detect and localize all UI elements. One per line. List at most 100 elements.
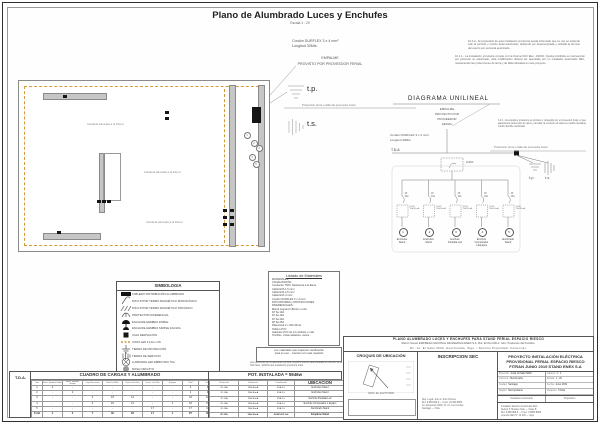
outlet-marker — [223, 216, 227, 219]
signature-owner: Propietario — [563, 396, 576, 400]
detail-right: Lámina:1 : 1 — [546, 372, 593, 378]
materials-line: Cable EVA 2,5 mm² — [272, 290, 295, 294]
legal-representative-note: Rep. Legal: Juan A. Soto Herrera Rut: 9.… — [422, 399, 464, 410]
legend-item-label: TABLERO DISTRIBUCIÓN ALUMBRADO — [132, 292, 185, 297]
circuit-breaker-label: 1P 16A — [510, 193, 515, 198]
ground-tp-icon — [288, 85, 304, 99]
outlet-marker — [165, 111, 169, 114]
materials-note-2: Las secciones de conductores de este pro… — [250, 361, 342, 367]
uni-splice-4: FERIAL — [441, 122, 453, 126]
load-total-cell: 87 — [182, 411, 199, 418]
legend-item-enchufe-doble: ENCHUFE HEMBRA DOBLE — [117, 318, 219, 327]
sketch-empty-strip — [348, 399, 416, 416]
led-strip-perimeter — [24, 86, 264, 246]
detail-right: Duración:5 Días — [546, 389, 593, 395]
tierra-proteccion-icon — [119, 344, 132, 354]
distribution-board — [252, 107, 261, 123]
circuit-number: 5 — [504, 227, 514, 237]
materials-line: Conductor 750V. Resistente a la llama — [272, 284, 317, 288]
materials-lines: MATERIALES:CANALIZACIÓN:Conductor 750V. … — [269, 278, 339, 338]
detail-left-value: Avda. El Salto 5000 — [510, 371, 532, 375]
load-total-cell: 17 — [142, 411, 163, 418]
street-label: AVDA. EL SALTO 5000 — [368, 392, 394, 395]
signature-row: Instalador Autorizado Propietario — [498, 395, 593, 403]
plan-wire-label-1: Canaleta Adosada a la Pared — [87, 122, 124, 126]
plan-circuit-tag: 1 — [243, 131, 251, 139]
circuit-diff-label: S-DIF 25A-30mA — [515, 206, 526, 211]
circuit-diff-label: S-DIF 25A-30mA — [489, 206, 499, 211]
general-note-2: 10.1.1.- La instalación provisoria cumpl… — [455, 55, 585, 65]
materials-line: Cordón DURFLEX 3 x 4 mm² — [272, 297, 306, 301]
tablero-icon — [119, 291, 132, 298]
ts2-label: t.s. — [545, 175, 551, 180]
power-total-cell: DURFLEX 3x4 — [267, 411, 295, 418]
project-header-line3: Dir: Av. El Salto 5000, Huechuraba, Stgo… — [410, 346, 527, 350]
outlet-marker — [107, 200, 111, 203]
outlet-marker — [165, 117, 169, 120]
load-total-cell: 1 — [162, 411, 183, 418]
outlet-marker — [230, 209, 234, 212]
detail-right-label: Escala: — [547, 377, 555, 381]
feeder-cord-spec: Cordón DURFLEX 3 x 4 mm² — [292, 39, 339, 43]
breaker-3p-icon — [119, 305, 132, 312]
materials-line: CANALIZACIÓN: — [272, 280, 292, 284]
ground-tp2-icon — [529, 163, 541, 171]
circuit-diff-label: S-DIF 25A-30mA — [436, 206, 446, 211]
outlet-marker — [223, 209, 227, 212]
uni-protection-note: Protección tierra o falla del proveedor … — [494, 145, 548, 149]
load-row: 14------4920 — [31, 384, 220, 392]
enchufe-doble-icon — [119, 318, 132, 327]
installer-note: Instalador Eléctrico Autorizado SEC Nels… — [501, 405, 541, 417]
materials-line: 1P 6a 10A — [272, 310, 285, 314]
single-line-diagram-lines — [391, 103, 586, 253]
sec-registration-title: INSCRIPCION SEC — [437, 354, 479, 359]
location-total-cell: Empalme Stand — [294, 411, 346, 418]
detail-right: Fecha:Junio 2019 — [546, 383, 593, 389]
stand-footprint — [362, 364, 380, 388]
wall-center — [99, 153, 105, 213]
wall-right-a — [229, 85, 236, 247]
circuit-name: Enchufe Computador o Equipos — [474, 238, 489, 247]
outlet-marker — [57, 231, 61, 234]
detail-left-label: Ciudad: — [499, 383, 508, 387]
circuit-number: 3 — [451, 227, 461, 237]
materials-line: MATERIALES: — [272, 277, 289, 281]
legend-item-tierra-proteccion: TIERRA DE PROTECCIÓN — [117, 344, 219, 354]
legend-item-label: LUMINARIA LED EMBUTIDO 70w — [132, 360, 175, 365]
legend-item-cinta-led: CINTA LED 14,4w x Mt. — [117, 339, 219, 346]
materials-line: DIFERENCIALES: — [272, 304, 294, 308]
legend-item-caja: CAJA DERIVACIÓN — [117, 332, 219, 339]
circuit-breaker-label: 1P 10A — [484, 193, 489, 198]
materials-line: Tablero PVC — [272, 327, 287, 331]
legend-item-breaker-1p: DISYUNTOR TERMO MAGNÉTICO MONOFÁSICO — [117, 296, 219, 305]
enchufe-simple-icon — [119, 325, 132, 332]
load-row: 2-2-----2460 — [31, 390, 220, 397]
plan-wire-label-3: Canaleta Adosada a la Pared — [146, 220, 183, 224]
single-line-heading: DIAGRAMA UNILINEAL — [408, 95, 489, 102]
circuits-frame — [391, 165, 521, 253]
outlet-marker — [63, 95, 67, 98]
ts-label: t.s. — [307, 119, 318, 128]
detail-left: Región:Metropolitana — [498, 389, 545, 395]
legend-item-breaker-3p: DISYUNTOR TERMO MAGNÉTICO TRIFÁSICO — [117, 305, 219, 312]
plan-circuit-tag: 3 — [255, 144, 263, 152]
circuit-breaker-label: 1P 10A — [404, 193, 409, 198]
legend-item-masa: MASA CIRCUITO — [117, 366, 219, 373]
materials-line: Diferencial 2 x 25A 30mA — [272, 324, 302, 328]
load-total-row: Total4273026171875946 — [31, 411, 220, 418]
detail-left: Ciudad:Santiago — [498, 383, 545, 389]
caja-icon — [119, 332, 132, 339]
legend-item-label: TIERRA DE SERVICIO — [132, 353, 161, 358]
plan-circuit-tag: 2 — [250, 139, 258, 147]
detail-left: Dirección:Avda. El Salto 5000 — [498, 372, 545, 378]
tierra-servicio-icon — [119, 351, 132, 360]
legend-item-label: ENCHUFE HEMBRA DOBLE — [132, 319, 169, 324]
